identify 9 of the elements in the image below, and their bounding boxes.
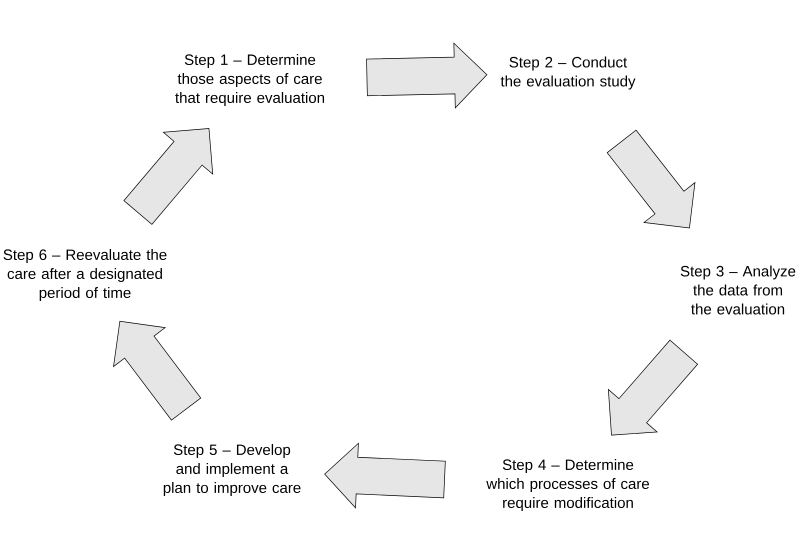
step-text: Step 6 – Reevaluate the care after a designated period of time xyxy=(4,249,166,301)
step-text: Step 4 – Determine which processes of care require modification xyxy=(486,459,649,511)
step-text: Step 1 – Determine those aspects of care that require evaluation xyxy=(175,54,324,106)
step-text: Step 5 – Develop and implement a plan to improve care xyxy=(164,444,300,496)
block-arrow xyxy=(123,128,214,225)
step-text: Step 2 – Conduct the evaluation study xyxy=(500,56,636,90)
step-text: Step 3 – Analyze the data from the evaluation xyxy=(680,266,796,314)
block-arrow xyxy=(113,320,202,421)
block-arrow xyxy=(606,130,696,228)
